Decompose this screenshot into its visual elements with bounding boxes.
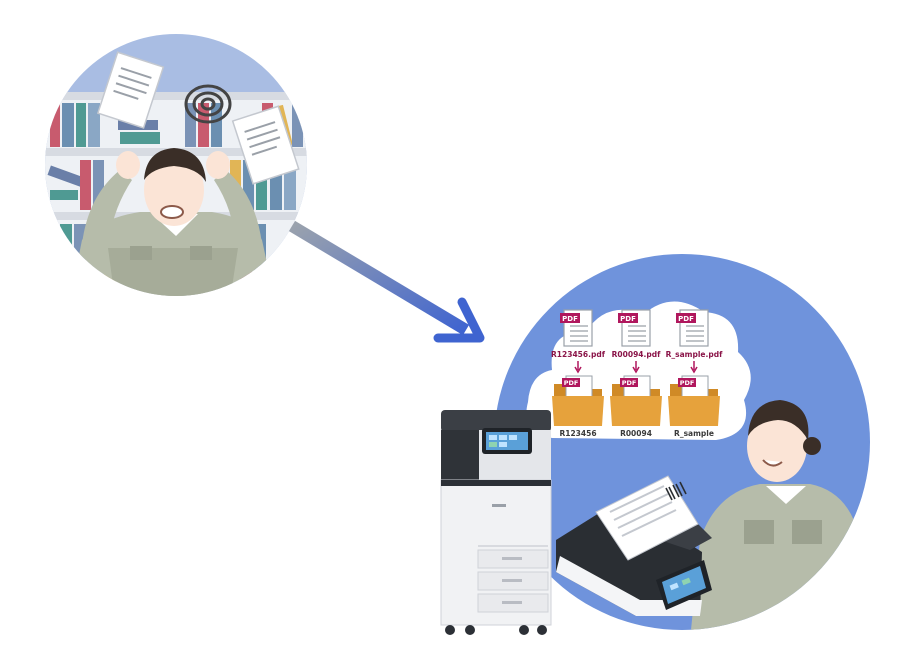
- pdf-filename: R_sample.pdf: [666, 350, 723, 359]
- stressed-worker: [70, 84, 275, 296]
- file-flow: PDFR123456.pdfPDFR123456PDFR00094.pdfPDF…: [551, 309, 723, 438]
- down-arrow-icon: [574, 361, 582, 374]
- folder-pdf-tag-label: PDF: [680, 379, 695, 387]
- folder-pdf-tag-label: PDF: [622, 379, 637, 387]
- barcode-icon: [665, 481, 687, 501]
- pdf-filename: R00094.pdf: [612, 350, 661, 359]
- down-arrow-icon: [690, 361, 698, 374]
- pdf-document-icon: PDF: [618, 309, 651, 347]
- scanner-touch-panel: [656, 560, 712, 610]
- folder-name: R00094: [620, 429, 652, 438]
- folder-icon: PDF: [668, 375, 720, 426]
- folder-pdf-tag-label: PDF: [564, 379, 579, 387]
- multifunction-printer: [440, 410, 552, 635]
- flying-paper-left: [96, 51, 165, 129]
- folder-icon: PDF: [552, 375, 604, 426]
- scanner-closeup: [556, 475, 712, 616]
- folder-name: R_sample: [674, 429, 714, 438]
- pdf-document-icon: PDF: [676, 309, 709, 347]
- stress-swirl-icon: [184, 84, 232, 124]
- flying-paper-right: [231, 105, 300, 185]
- binders-middle: [47, 160, 296, 210]
- folder-icon: PDF: [610, 375, 662, 426]
- folder-name: R123456: [559, 429, 596, 438]
- down-arrow-icon: [632, 361, 640, 374]
- before-scene: [45, 34, 307, 296]
- transition-arrow: [288, 220, 485, 343]
- pdf-document-icon: PDF: [560, 309, 593, 347]
- pdf-tag-label: PDF: [562, 315, 578, 323]
- pdf-tag-label: PDF: [620, 315, 636, 323]
- scanned-document: [595, 475, 699, 561]
- pdf-filename: R123456.pdf: [551, 350, 606, 359]
- pdf-tag-label: PDF: [678, 315, 694, 323]
